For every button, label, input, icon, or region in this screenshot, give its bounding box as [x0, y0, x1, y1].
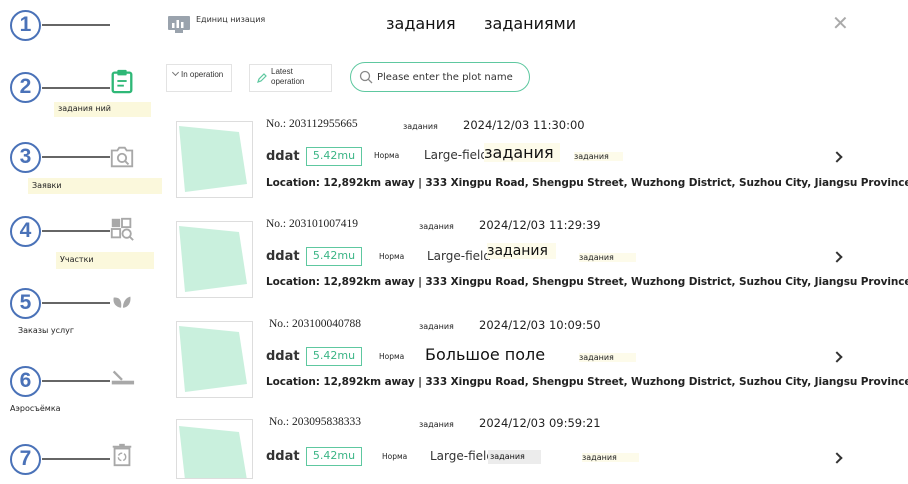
leaf-icon	[113, 296, 131, 308]
chevron-right-icon[interactable]	[831, 351, 843, 363]
step-label: Аэросъёмка	[10, 404, 61, 413]
task-label-secondary: задания	[582, 453, 639, 462]
step-number: 4	[10, 216, 41, 247]
area-badge: 5.42mu	[306, 347, 362, 366]
field-type: Large-field	[430, 449, 494, 463]
field-type: Large-field	[427, 249, 491, 263]
task-number: No.: 203100040788	[269, 318, 361, 330]
task-location: Location: 12,892km away | 333 Xingpu Roa…	[266, 376, 908, 388]
step-6[interactable]: 6 Аэросъёмка	[0, 362, 160, 428]
task-card[interactable]: No.: 203112955665 задания 2024/12/03 11:…	[166, 118, 908, 208]
field-type-tag: Большое поле	[425, 345, 546, 364]
step-number: 7	[10, 444, 41, 475]
task-time: 2024/12/03 11:29:39	[479, 218, 601, 232]
step-label: задания ний	[54, 102, 152, 117]
field-type-tag: задания	[484, 143, 560, 162]
task-location: Location: 12,892km away | 333 Xingpu Roa…	[266, 276, 908, 288]
task-type: ddat	[266, 149, 300, 164]
step-3[interactable]: 3 Заявки	[0, 140, 162, 206]
step-number: 2	[10, 72, 41, 103]
recycle-bin-icon	[112, 443, 132, 467]
step-number: 3	[10, 142, 41, 173]
sort-latest-operation[interactable]: Latest operation	[249, 64, 332, 92]
step-connector	[42, 156, 110, 158]
step-label: Заявки	[28, 178, 162, 194]
task-time: 2024/12/03 11:30:00	[463, 118, 585, 132]
task-label-secondary: задания	[574, 152, 623, 161]
close-icon[interactable]: ✕	[832, 11, 849, 35]
task-number: No.: 203101007419	[266, 218, 358, 230]
task-time: 2024/12/03 09:59:21	[479, 416, 601, 430]
step-connector	[42, 24, 110, 26]
search-icon	[359, 70, 373, 84]
chevron-down-icon	[171, 68, 180, 77]
field-type-tag: задания	[488, 450, 541, 464]
task-location: Location: 12,892km away | 333 Xingpu Roa…	[266, 177, 908, 189]
field-type-tag: задания	[487, 243, 556, 259]
chevron-right-icon[interactable]	[831, 251, 843, 263]
drone-icon	[111, 370, 135, 385]
step-number: 5	[10, 288, 41, 319]
area-badge: 5.42mu	[306, 247, 362, 266]
status-filter-label: In operation	[181, 70, 224, 79]
area-badge: 5.42mu	[306, 447, 362, 466]
plot-thumbnail	[176, 419, 253, 479]
task-label-secondary: задания	[579, 353, 636, 362]
step-connector	[42, 458, 110, 460]
task-number: No.: 203095838333	[269, 416, 361, 428]
sort-label-line1: Latest	[271, 67, 293, 76]
step-connector	[42, 87, 110, 89]
status-filter-dropdown[interactable]: In operation	[166, 64, 232, 92]
task-time: 2024/12/03 10:09:50	[479, 318, 601, 332]
tab-task-management[interactable]: заданиями	[484, 14, 577, 33]
step-connector	[42, 302, 110, 304]
norm-label: Норма	[379, 252, 405, 261]
step-1: 1	[0, 8, 160, 74]
step-connector	[42, 380, 110, 382]
task-label: задания	[403, 122, 438, 131]
sort-label-line2: operation	[271, 77, 305, 86]
task-label: задания	[419, 222, 454, 231]
step-connector	[42, 230, 110, 232]
pencil-icon	[257, 73, 267, 83]
task-type: ddat	[266, 449, 300, 464]
plot-thumbnail	[176, 321, 253, 398]
task-label: задания	[419, 420, 454, 429]
step-label: Заказы услуг	[18, 326, 75, 335]
step-number: 1	[10, 10, 41, 41]
chevron-right-icon[interactable]	[831, 452, 843, 464]
step-4[interactable]: 4 Участки	[0, 214, 160, 280]
clipboard-icon	[111, 69, 133, 94]
dashboard-icon	[168, 16, 190, 33]
plot-search-box[interactable]	[350, 62, 530, 92]
task-card[interactable]: No.: 203100040788 задания 2024/12/03 10:…	[166, 318, 908, 408]
task-number: No.: 203112955665	[266, 118, 358, 130]
chevron-right-icon[interactable]	[831, 151, 843, 163]
step-label: Участки	[56, 252, 154, 269]
norm-label: Норма	[382, 452, 408, 461]
task-label: задания	[419, 322, 454, 331]
task-card[interactable]: No.: 203101007419 задания 2024/12/03 11:…	[166, 218, 908, 308]
step-7[interactable]: 7	[0, 438, 160, 484]
task-card[interactable]: No.: 203095838333 задания 2024/12/03 09:…	[166, 416, 908, 484]
plot-thumbnail	[176, 121, 253, 198]
camera-search-icon	[110, 146, 134, 168]
plot-thumbnail	[176, 221, 253, 298]
step-number: 6	[10, 366, 41, 397]
norm-label: Норма	[379, 352, 405, 361]
norm-label: Норма	[374, 151, 400, 160]
organization-label: Единиц низация	[196, 15, 266, 24]
step-5[interactable]: 5 Заказы услуг	[0, 286, 160, 352]
task-label-secondary: задания	[579, 253, 636, 262]
tab-tasks[interactable]: задания	[386, 14, 456, 33]
task-type: ddat	[266, 349, 300, 364]
area-badge: 5.42mu	[306, 147, 362, 166]
step-2[interactable]: 2 задания ний	[0, 66, 160, 132]
search-input[interactable]	[377, 70, 523, 85]
field-type: Large-field	[424, 148, 488, 162]
task-type: ddat	[266, 249, 300, 264]
plot-search-icon	[110, 217, 134, 241]
